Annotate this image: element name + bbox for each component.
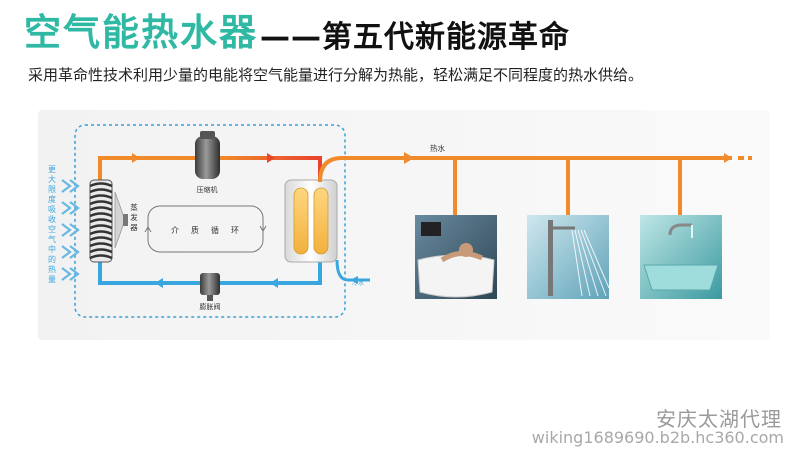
compressor-icon [195,131,220,179]
evaporator-label-char-0: 蒸 [130,202,138,212]
shower-scene [527,215,610,299]
cold-water-label: 冷水 [352,279,364,287]
air-heat-caption-char-3: 度 [48,194,56,204]
hot-water-label: 热水 [430,143,445,153]
expansion-valve-icon [200,273,220,301]
expansion-valve-label: 膨胀阀 [200,302,221,311]
page-title-tagline: ——第五代新能源革命 [260,20,570,55]
refrigerant-loop [98,153,322,288]
bathtub-scene [415,215,497,299]
page-subtitle: 采用革命性技术利用少量的电能将空气能量进行分解为热能，轻松满足不同程度的热水供给… [28,66,644,84]
air-heat-caption: 更 大 限 度 吸 收 空 气 中 的 热 量 [48,165,56,284]
air-heat-caption-char-4: 吸 [48,205,56,214]
page-title: 空气能热水器 [24,11,258,54]
medium-cycle: 介 质 循 环 [144,205,267,253]
hot-water-line [318,152,752,215]
unit-boundary [74,124,346,318]
air-intake-arrows [61,179,80,281]
heat-pump-diagram: 更 大 限 度 吸 收 空 气 中 的 热 量 [38,110,770,340]
cycle-label-char-3: 环 [231,226,239,235]
evaporator-label-char-1: 发 [130,212,138,222]
fan-icon [114,191,128,249]
evaporator-label: 蒸 发 器 [130,202,138,232]
compressor-label: 压缩机 [197,185,218,194]
cycle-label-char-0: 介 [171,226,179,235]
sink-scene [640,215,722,299]
cycle-label-char-2: 循 [211,225,219,235]
air-heat-caption-char-2: 限 [48,185,56,194]
air-heat-caption-char-0: 更 [48,165,56,174]
watermark-agent: 安庆太湖代理 [656,407,782,431]
air-heat-caption-char-10: 热 [48,264,56,274]
air-heat-caption-char-8: 中 [48,244,56,254]
air-heat-caption-char-1: 大 [48,174,56,184]
cold-water-inlet [335,259,370,284]
title-line: 空气能热水器 ——第五代新能源革命 [24,4,570,56]
air-heat-caption-char-6: 空 [48,224,56,234]
water-tank [284,179,338,263]
air-heat-caption-char-5: 收 [48,214,56,224]
cycle-label-char-1: 质 [191,225,199,235]
air-heat-caption-char-11: 量 [48,275,56,284]
evaporator-label-char-2: 器 [130,223,138,232]
watermark-url: wiking1689690.b2b.hc360.com [531,428,784,447]
air-heat-caption-char-9: 的 [48,254,56,264]
evaporator-coil [89,179,113,263]
air-heat-caption-char-7: 气 [48,234,56,244]
